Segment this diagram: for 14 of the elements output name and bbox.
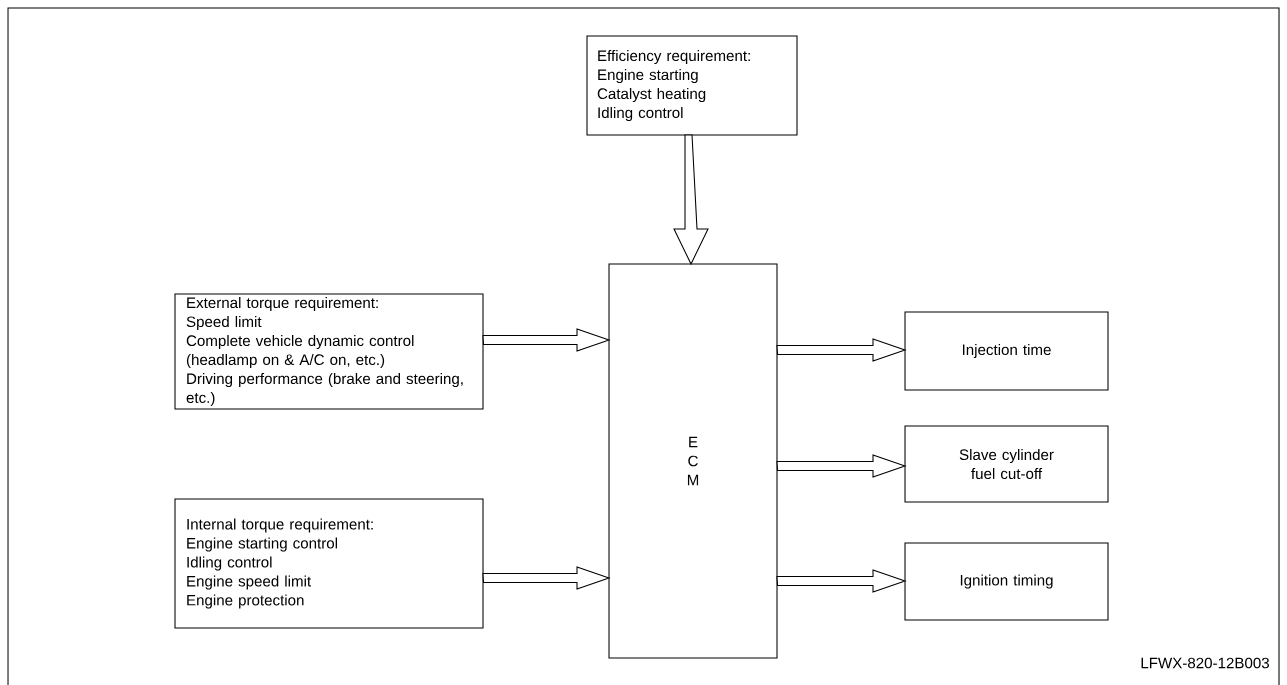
output-box: Injection time: [904, 311, 1109, 391]
requirement-box: Efficiency requirement: Engine starting Catalyst heating Idling control: [586, 35, 798, 136]
hollow-arrow: [482, 566, 611, 590]
hollow-arrow: [776, 569, 907, 593]
hollow-arrow: [673, 134, 709, 266]
requirement-box: External torque requirement: Speed limit Complete vehicle dynamic control (headlamp on & A/C on, etc.) Driving performance (brake and steering, etc.): [174, 293, 484, 410]
hollow-arrow: [776, 454, 907, 478]
hollow-arrow: [482, 328, 611, 352]
output-box: Slave cylinder fuel cut-off: [904, 425, 1109, 503]
requirement-box: Internal torque requirement: Engine starting control Idling control Engine speed limit Engine protection: [174, 498, 484, 629]
control-module-box: E C M: [608, 263, 778, 659]
output-box: Ignition timing: [904, 542, 1109, 621]
figure-code: LFWX-820-12B003: [1141, 657, 1269, 669]
hollow-arrow: [776, 338, 907, 362]
